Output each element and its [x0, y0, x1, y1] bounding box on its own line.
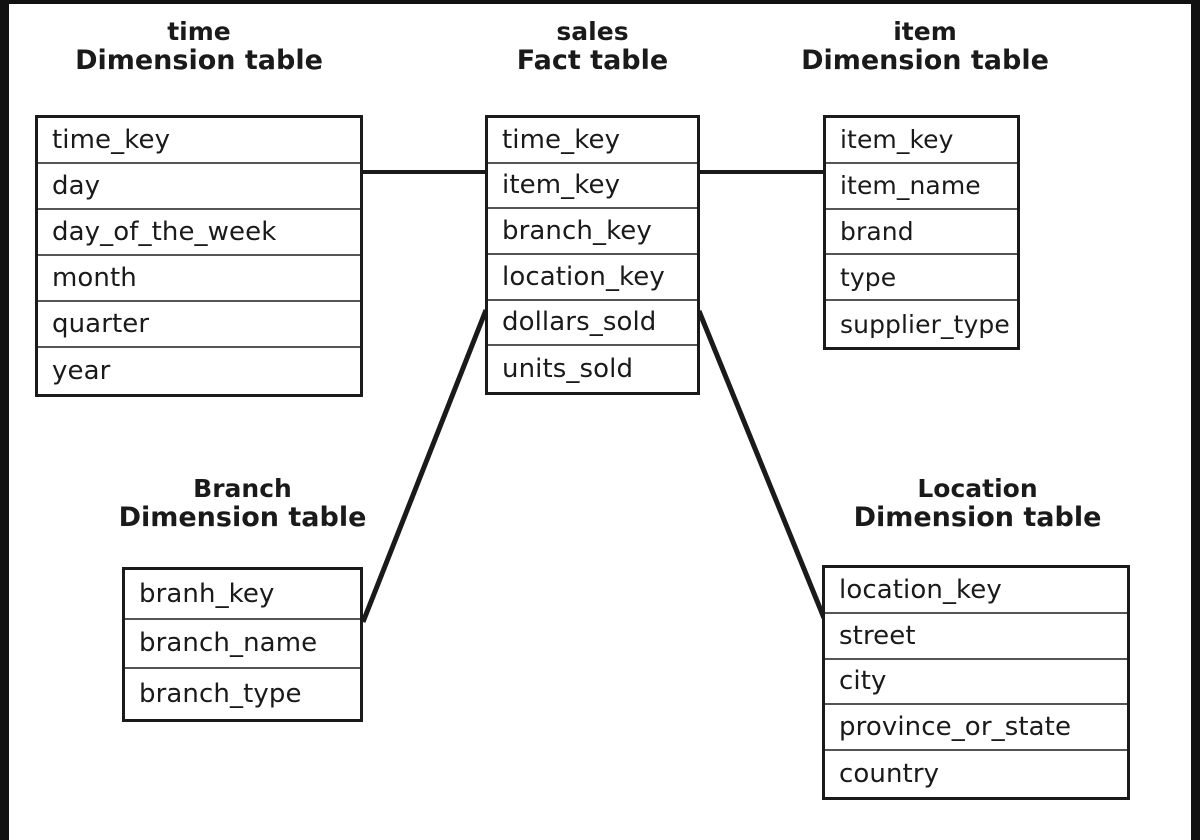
table-title-location: Location: [917, 474, 1038, 503]
table-row: type: [826, 255, 1017, 302]
table-row: item_key: [488, 164, 697, 210]
table-title-branch: Branch: [193, 474, 292, 503]
table-kind-sales: Fact table: [516, 45, 669, 76]
table-kind-branch: Dimension table: [118, 502, 367, 533]
table-row: branh_key: [125, 570, 360, 620]
page-border-right: [1191, 0, 1200, 840]
table-row: time_key: [488, 118, 697, 164]
table-row: day_of_the_week: [38, 210, 360, 256]
table-row: time_key: [38, 118, 360, 164]
caption-item: item Dimension table: [800, 18, 1050, 76]
caption-branch: Branch Dimension table: [100, 475, 385, 533]
table-row: item_key: [826, 118, 1017, 164]
table-row: quarter: [38, 302, 360, 348]
table-row: branch_name: [125, 620, 360, 670]
table-item[interactable]: item_key item_name brand type supplier_t…: [823, 115, 1020, 350]
table-row: location_key: [825, 568, 1127, 614]
table-title-sales: sales: [556, 17, 629, 46]
table-row: units_sold: [502, 354, 634, 385]
table-row: year: [52, 356, 111, 386]
table-row: brand: [826, 210, 1017, 256]
table-row: supplier_type: [840, 309, 1010, 339]
table-row: city: [825, 660, 1127, 706]
caption-sales: sales Fact table: [450, 18, 735, 76]
table-kind-time: Dimension table: [75, 45, 323, 76]
table-title-item: item: [893, 17, 957, 46]
table-row: branch_type: [139, 679, 302, 710]
page-border-top: [9, 0, 1191, 4]
table-kind-location: Dimension table: [853, 502, 1102, 533]
link-sales-to-location: [696, 310, 827, 619]
table-row: day: [38, 164, 360, 210]
table-row: country: [839, 759, 940, 790]
table-row: province_or_state: [825, 705, 1127, 752]
table-row: branch_key: [488, 209, 697, 255]
table-kind-item: Dimension table: [801, 45, 1049, 76]
caption-location: Location Dimension table: [835, 475, 1120, 533]
link-branch-to-sales: [360, 309, 489, 623]
caption-time: time Dimension table: [35, 18, 363, 76]
table-time[interactable]: time_key day day_of_the_week month quart…: [35, 115, 363, 397]
table-sales[interactable]: time_key item_key branch_key location_ke…: [485, 115, 700, 395]
table-row: street: [825, 614, 1127, 660]
table-branch[interactable]: branh_key branch_name branch_type: [122, 567, 363, 722]
table-row: month: [38, 256, 360, 302]
table-location[interactable]: location_key street city province_or_sta…: [822, 565, 1130, 800]
table-row: dollars_sold: [488, 301, 697, 347]
page-border-left: [0, 0, 9, 840]
table-row: item_name: [826, 164, 1017, 210]
table-title-time: time: [167, 17, 231, 46]
table-row: location_key: [488, 255, 697, 301]
